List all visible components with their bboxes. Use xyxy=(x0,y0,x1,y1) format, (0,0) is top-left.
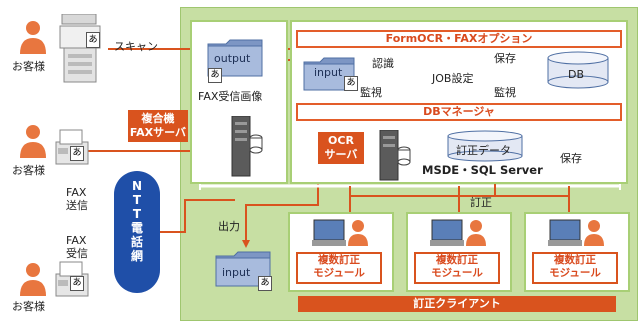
fax-send-label: FAX 送信 xyxy=(66,186,88,212)
laptop-user-icon xyxy=(430,219,486,246)
formocr-bar: FormOCR・FAXオプション xyxy=(296,30,622,48)
db-label: DB xyxy=(568,68,585,81)
output-folder-label: output xyxy=(214,52,251,65)
document-icon: あ xyxy=(86,32,100,48)
input-folder-bottom-label: input xyxy=(222,266,251,279)
formocr-label: FormOCR・FAXオプション xyxy=(385,32,533,45)
document-icon: あ xyxy=(208,68,222,83)
customer-label-1: お客様 xyxy=(12,60,45,73)
document-icon: あ xyxy=(70,276,84,291)
folder-icon xyxy=(215,251,271,287)
save-label: 保存 xyxy=(494,52,516,65)
customer-person-icon xyxy=(20,125,46,158)
database-icon xyxy=(547,51,609,89)
database-icon xyxy=(447,130,523,162)
server-label: MSDE・SQL Server xyxy=(422,163,543,177)
module-box: 複数訂正 モジュール xyxy=(532,252,618,284)
customer-person-icon xyxy=(20,263,46,296)
monitor-label-2: 監視 xyxy=(494,86,516,99)
server-icon xyxy=(231,116,263,177)
ocr-server-box: OCR サーバ xyxy=(318,132,364,164)
customer-person-icon xyxy=(20,21,46,54)
job-settings-label: JOB設定 xyxy=(432,72,474,85)
output-label: 出力 xyxy=(218,220,240,233)
document-icon: あ xyxy=(258,276,272,291)
monitor-label: 監視 xyxy=(360,86,382,99)
document-icon: あ xyxy=(70,146,84,161)
customer-label-2: お客様 xyxy=(12,164,45,177)
module-box: 複数訂正 モジュール xyxy=(296,252,382,284)
scan-label: スキャン xyxy=(114,40,158,53)
correction-label: 訂正 xyxy=(470,196,492,209)
correction-client-bar: 訂正クライアント xyxy=(298,296,616,312)
document-icon: あ xyxy=(344,76,358,91)
db-manager-label: DBマネージャ xyxy=(423,105,495,118)
input-folder-label: input xyxy=(314,66,343,79)
copier-icon xyxy=(59,14,101,83)
ntt-char: T xyxy=(132,207,142,221)
ntt-char: 電 xyxy=(130,221,143,235)
correction-data-label: 訂正データ xyxy=(456,144,511,157)
module-box: 複数訂正 モジュール xyxy=(414,252,500,284)
ntt-char: 話 xyxy=(130,235,143,249)
ntt-char: T xyxy=(132,193,142,207)
ntt-char: N xyxy=(131,179,143,193)
save-label-2: 保存 xyxy=(560,152,582,165)
ntt-network: N T T 電 話 網 xyxy=(114,171,160,293)
ntt-char: 網 xyxy=(130,249,143,263)
customer-label-3: お客様 xyxy=(12,300,45,313)
laptop-user-icon xyxy=(312,219,368,246)
db-manager-bar: DBマネージャ xyxy=(296,103,622,121)
server-icon xyxy=(379,130,411,181)
fax-receive-label: FAX 受信 xyxy=(66,234,88,260)
mfp-fax-server-box: 複合機 FAXサーバ xyxy=(128,110,188,142)
laptop-user-icon xyxy=(548,219,604,246)
fax-received-image-label: FAX受信画像 xyxy=(198,90,263,103)
recognize-label: 認識 xyxy=(372,57,394,70)
